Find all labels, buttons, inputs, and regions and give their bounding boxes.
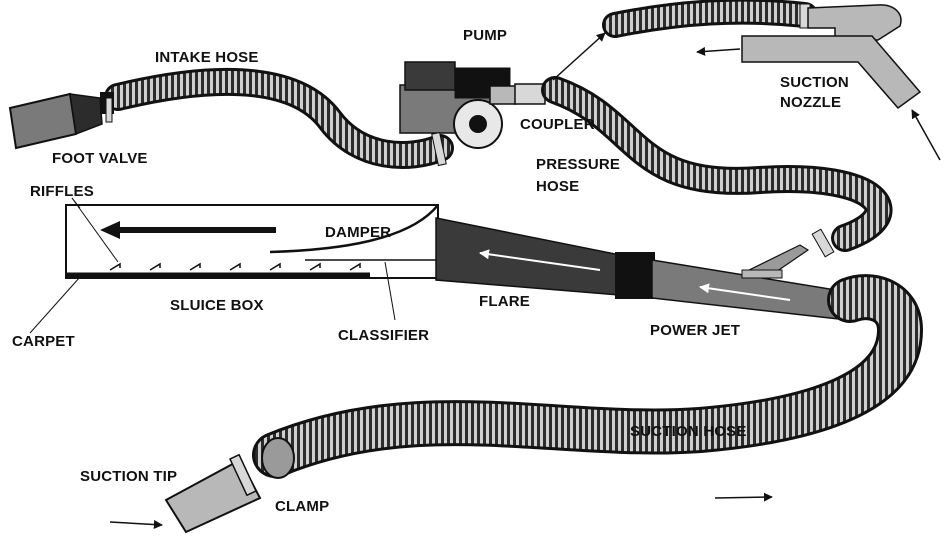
- foot-valve: [8, 92, 114, 150]
- riffles-leader-1: [71, 197, 119, 263]
- flow-arrow-power-jet: [699, 283, 791, 301]
- label-damper: DAMPER: [325, 224, 391, 241]
- classifier-leader: [384, 261, 396, 321]
- pump-outlet: [489, 85, 517, 105]
- label-sluice-box: SLUICE BOX: [170, 297, 264, 314]
- label-pressure-hose-1: PRESSURE: [536, 156, 620, 173]
- label-coupler: COUPLER: [520, 116, 595, 133]
- foot-valve-clamp: [105, 97, 113, 123]
- pump-fuel-tank: [404, 61, 456, 91]
- coupler: [514, 83, 546, 105]
- label-suction-tip: SUCTION TIP: [80, 468, 177, 485]
- flow-arrow-nozzle: [696, 46, 741, 56]
- leader-lines: [29, 197, 396, 334]
- flow-arrowhead-sluice: [100, 221, 120, 239]
- label-power-jet: POWER JET: [650, 322, 740, 339]
- label-suction-nozzle-1: SUCTION: [780, 74, 849, 91]
- suction-tip: [109, 453, 262, 534]
- nozzle-pipe-lower: [741, 35, 922, 110]
- label-classifier: CLASSIFIER: [338, 327, 429, 344]
- intake-clamp: [431, 131, 447, 167]
- label-flare: FLARE: [479, 293, 530, 310]
- flow-arrow-flare: [479, 249, 601, 271]
- flare: [435, 217, 655, 299]
- flow-arrow-pressure: [552, 32, 606, 81]
- label-clamp: CLAMP: [275, 498, 329, 515]
- suction-nozzle: [696, 4, 941, 161]
- sluice-box: [65, 204, 439, 279]
- flow-arrow-nozzle-inlet: [911, 109, 941, 161]
- suction-hose-mouth: [261, 437, 295, 479]
- intake-hose: [104, 67, 454, 169]
- clamp: [229, 453, 257, 497]
- label-pump: PUMP: [463, 27, 507, 44]
- damper: [269, 204, 439, 254]
- label-suction-nozzle-2: NOZZLE: [780, 94, 841, 111]
- label-foot-valve: FOOT VALVE: [52, 150, 148, 167]
- power-jet: [651, 244, 849, 321]
- label-pressure-hose-2: HOSE: [536, 178, 579, 195]
- pressure-hose-clamp: [811, 228, 835, 258]
- flow-arrow-suction-hose: [714, 492, 773, 502]
- label-intake-hose: INTAKE HOSE: [155, 49, 259, 66]
- label-riffles: RIFFLES: [30, 183, 94, 200]
- riffles: [109, 262, 361, 271]
- nozzle-hose: [602, 0, 818, 38]
- nozzle-pipe-upper: [807, 4, 902, 41]
- flow-arrow-tip: [109, 520, 163, 530]
- pressure-hose: [541, 76, 893, 258]
- label-suction-hose: SUCTION HOSE: [630, 423, 747, 440]
- suction-hose: [252, 274, 924, 479]
- carpet-leader: [29, 276, 81, 334]
- riffles-leader-2: [71, 197, 81, 209]
- label-carpet: CARPET: [12, 333, 75, 350]
- flare-coupling: [615, 252, 655, 299]
- pump-impeller: [469, 115, 487, 133]
- pump: [399, 61, 546, 167]
